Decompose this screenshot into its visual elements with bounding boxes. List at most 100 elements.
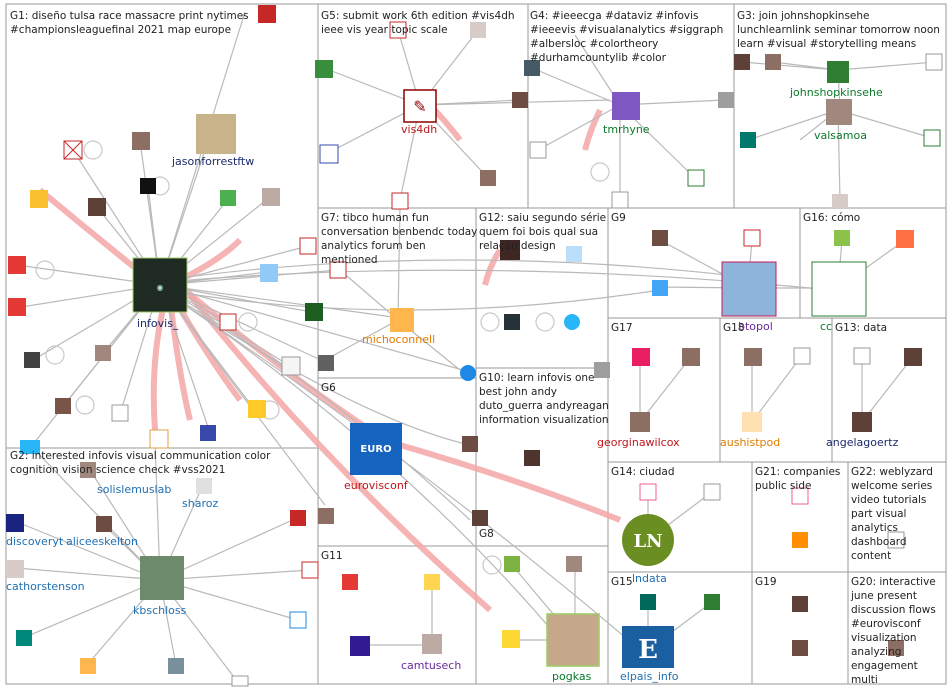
node-avatar[interactable]: [299, 237, 317, 255]
label-jasonforrestftw[interactable]: jasonforrestftw: [171, 155, 254, 168]
node-avatar[interactable]: [16, 630, 32, 646]
node-avatar[interactable]: [168, 658, 184, 674]
node-avatar[interactable]: [301, 561, 319, 579]
node-valsamoa-avatar[interactable]: [826, 99, 852, 125]
node-avatar[interactable]: [462, 436, 478, 452]
node-lndata-avatar[interactable]: [622, 514, 674, 566]
node-camtusech-avatar[interactable]: [422, 634, 442, 654]
node-avatar[interactable]: [896, 230, 914, 248]
label-aliceeskelton[interactable]: aliceeskelton: [66, 535, 138, 548]
node-avatar[interactable]: [318, 355, 334, 371]
node-avatar[interactable]: [80, 462, 96, 478]
label-johnshopkinsehe[interactable]: johnshopkinsehe: [789, 86, 883, 99]
node-avatar[interactable]: [566, 556, 582, 572]
label-pogkas[interactable]: pogkas: [552, 670, 592, 683]
node-jasonforrestftw-avatar[interactable]: [196, 114, 236, 154]
label-discoveryt[interactable]: discoveryt: [6, 535, 64, 548]
node-avatar[interactable]: [564, 314, 580, 330]
node-avatar[interactable]: [342, 574, 358, 590]
label-tmrhyne[interactable]: tmrhyne: [603, 123, 650, 136]
node-avatar[interactable]: [502, 630, 520, 648]
node-avatar[interactable]: [391, 192, 409, 210]
node-infovis-avatar[interactable]: [132, 257, 188, 313]
node-avatar[interactable]: [904, 348, 922, 366]
node-avatar[interactable]: [480, 170, 496, 186]
node-kbschloss-avatar[interactable]: [140, 556, 184, 600]
node-avatar[interactable]: [743, 229, 761, 247]
node-avatar[interactable]: [149, 429, 169, 449]
label-btopol[interactable]: btopol: [738, 320, 773, 333]
node-avatar[interactable]: [55, 398, 71, 414]
node-avatar[interactable]: [687, 169, 705, 187]
node-avatar[interactable]: [853, 347, 871, 365]
node-avatar[interactable]: [219, 313, 237, 331]
node-avatar[interactable]: [682, 348, 700, 366]
label-georginawilcox[interactable]: georginawilcox: [597, 436, 680, 449]
node-avatar[interactable]: [290, 510, 306, 526]
node-avatar[interactable]: [529, 141, 547, 159]
node-avatar[interactable]: [96, 516, 112, 532]
node-johnshopkinsehe-avatar[interactable]: [827, 61, 849, 83]
node-avatar[interactable]: [524, 60, 540, 76]
node-avatar[interactable]: [632, 348, 650, 366]
node-avatar[interactable]: [140, 178, 156, 194]
node-aushistpod-avatar[interactable]: [742, 412, 762, 432]
node-avatar[interactable]: [258, 5, 276, 23]
node-avatar[interactable]: [132, 132, 150, 150]
node-avatar[interactable]: [260, 264, 278, 282]
label-infovis[interactable]: infovis_: [137, 317, 179, 330]
node-michoconnell-avatar[interactable]: [390, 308, 414, 332]
node-avatar[interactable]: [504, 314, 520, 330]
node-avatar[interactable]: [231, 675, 249, 687]
node-avatar[interactable]: [95, 345, 111, 361]
node-pogkas-avatar[interactable]: [546, 613, 600, 667]
node-avatar[interactable]: [703, 483, 721, 501]
node-avatar[interactable]: [329, 261, 347, 279]
node-avatar[interactable]: [88, 198, 106, 216]
node-avatar[interactable]: [744, 348, 762, 366]
label-solislemuslab[interactable]: solislemuslab: [97, 483, 171, 496]
node-avatar[interactable]: [8, 256, 26, 274]
node-avatar[interactable]: [765, 54, 781, 70]
node-avatar[interactable]: [734, 54, 750, 70]
node-avatar[interactable]: [652, 280, 668, 296]
node-avatar[interactable]: [111, 404, 129, 422]
node-tmrhyne-avatar[interactable]: [612, 92, 640, 120]
node-elpais-avatar[interactable]: [622, 626, 674, 668]
label-lndata[interactable]: lndata: [632, 572, 667, 585]
node-avatar[interactable]: [424, 574, 440, 590]
node-cc-avatar[interactable]: [811, 261, 867, 317]
node-avatar[interactable]: [6, 514, 24, 532]
label-cathorstenson[interactable]: cathorstenson: [6, 580, 85, 593]
node-eurovisconf-avatar[interactable]: [350, 423, 402, 475]
node-avatar[interactable]: [791, 487, 809, 505]
label-angelagoertz[interactable]: angelagoertz: [826, 436, 899, 449]
node-avatar[interactable]: [566, 246, 582, 262]
node-avatar[interactable]: [281, 356, 301, 376]
node-avatar[interactable]: [80, 658, 96, 674]
node-avatar[interactable]: [832, 194, 848, 208]
label-eurovisconf[interactable]: eurovisconf: [344, 479, 409, 492]
node-avatar[interactable]: [640, 594, 656, 610]
label-cc[interactable]: cc: [820, 320, 832, 333]
node-avatar[interactable]: [220, 190, 236, 206]
label-kbschloss[interactable]: kbschloss: [133, 604, 187, 617]
node-avatar[interactable]: [248, 400, 266, 418]
label-sharoz[interactable]: sharoz: [182, 497, 218, 510]
node-avatar[interactable]: [887, 531, 905, 549]
node-avatar[interactable]: [834, 230, 850, 246]
node-avatar[interactable]: [524, 450, 540, 466]
node-avatar[interactable]: [315, 60, 333, 78]
node-avatar[interactable]: [472, 510, 488, 526]
node-avatar[interactable]: [704, 594, 720, 610]
label-aushistpod[interactable]: aushistpod: [720, 436, 780, 449]
label-michoconnell[interactable]: michoconnell: [362, 333, 435, 346]
node-avatar[interactable]: [792, 532, 808, 548]
node-avatar[interactable]: [470, 22, 486, 38]
node-avatar[interactable]: [923, 129, 941, 147]
node-avatar[interactable]: [792, 596, 808, 612]
node-avatar[interactable]: [888, 640, 904, 656]
node-avatar[interactable]: [925, 53, 943, 71]
node-vis4dh-avatar[interactable]: [403, 89, 437, 123]
node-avatar[interactable]: [460, 365, 476, 381]
